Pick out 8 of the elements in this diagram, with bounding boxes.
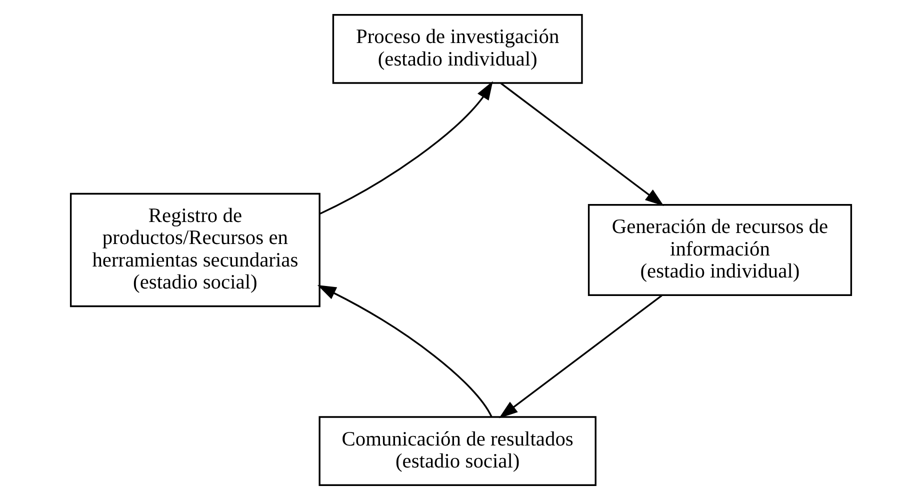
node-box: Registro de productos/Recursos en herramientas secundarias (estadio social): [70, 192, 320, 308]
arrow: [500, 82, 664, 206]
node-box: Comunicación de resultados (estadio social): [318, 416, 596, 486]
arrow: [317, 285, 492, 418]
node-box: Proceso de investigación (estadio individual): [332, 14, 583, 84]
arrow: [320, 81, 493, 214]
node-box: Generación de recursos de información (estadio individual): [588, 204, 852, 296]
arrow: [498, 294, 662, 418]
